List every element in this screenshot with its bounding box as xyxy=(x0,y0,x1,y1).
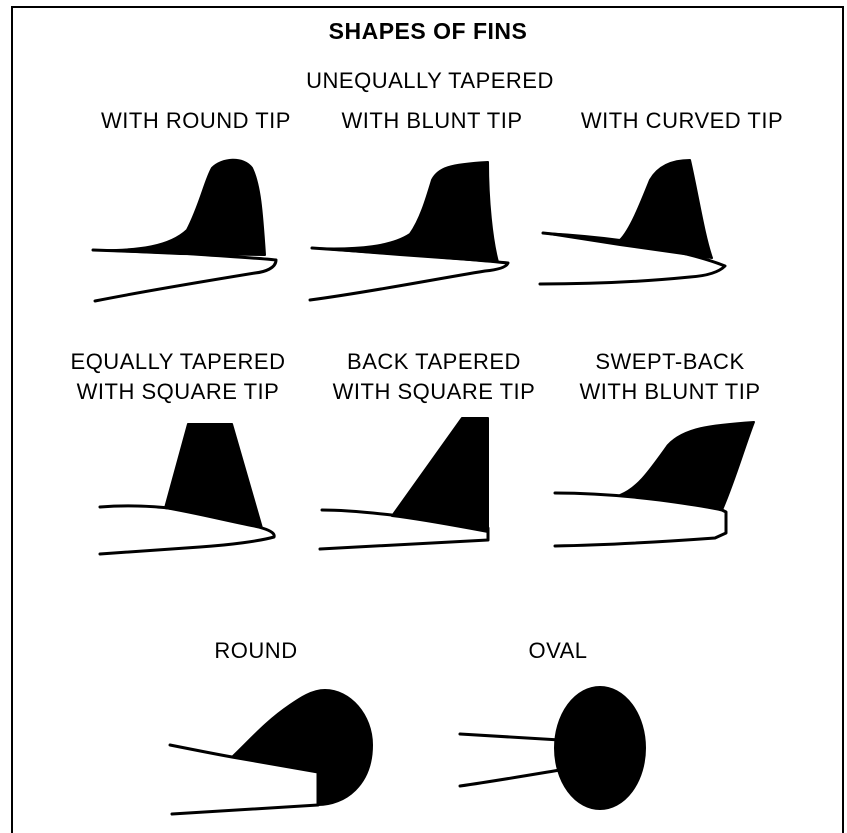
fin-curved-tip xyxy=(540,160,725,284)
fin-round-tip xyxy=(93,160,276,301)
fin-equally-tapered xyxy=(100,424,274,554)
fin-blunt-tip xyxy=(310,162,508,300)
fin-oval xyxy=(460,687,645,809)
fin-back-tapered xyxy=(320,418,488,549)
fin-round xyxy=(170,690,372,814)
fin-swept-back xyxy=(555,422,754,546)
